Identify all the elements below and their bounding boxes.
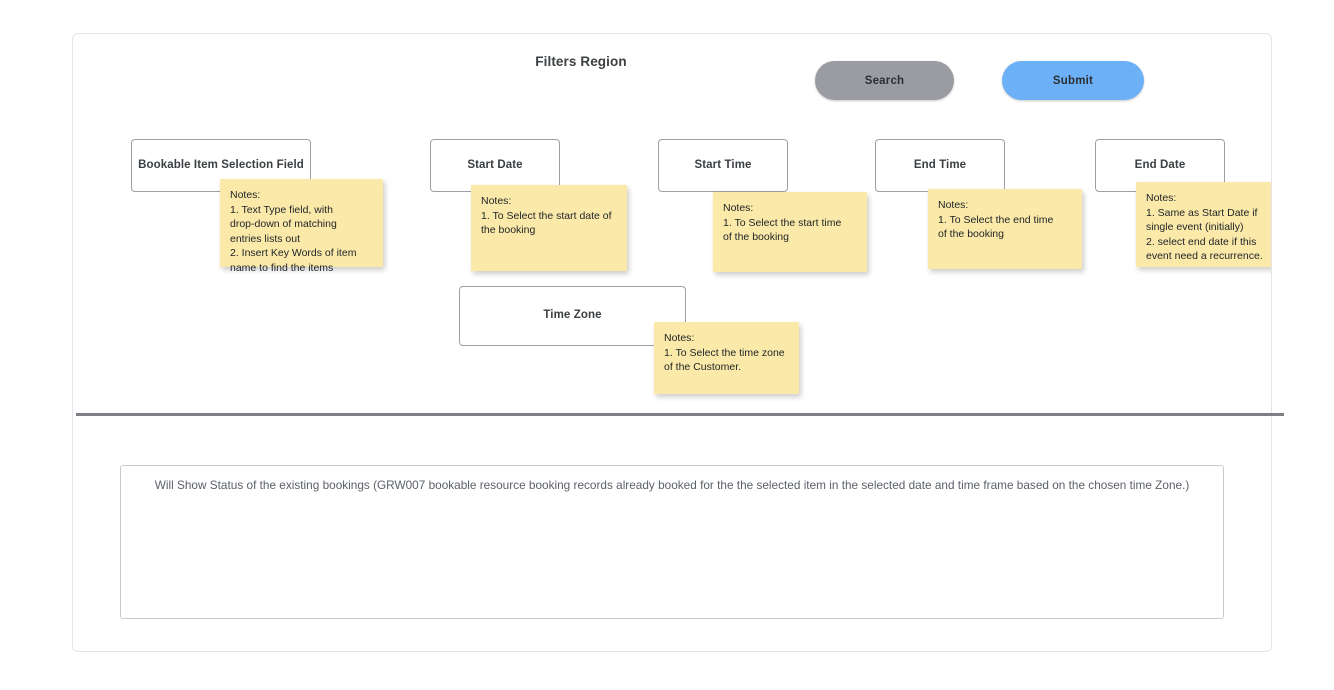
section-divider — [76, 413, 1284, 416]
field-label: End Time — [913, 158, 967, 171]
submit-button-label: Submit — [1052, 74, 1094, 87]
note-line: 1. To Select the start time — [723, 216, 842, 229]
note-line: 1. Same as Start Date if — [1146, 206, 1258, 219]
status-panel-text: Will Show Status of the existing booking… — [154, 478, 1190, 492]
note-line: 1. To Select the end time — [938, 213, 1054, 226]
wireframe-frame: Filters Region Search Submit Bookable It… — [72, 33, 1272, 652]
note-line: of the booking — [938, 228, 1004, 240]
note-line: drop-down of matching — [230, 218, 337, 230]
note-line: event need a recurrence. — [1146, 250, 1263, 262]
note-start-date: Notes: 1. To Select the start date of th… — [471, 185, 627, 271]
status-panel: Will Show Status of the existing booking… — [120, 465, 1224, 619]
search-button[interactable]: Search — [815, 61, 954, 100]
field-label: Start Date — [467, 158, 523, 171]
submit-button[interactable]: Submit — [1002, 61, 1144, 100]
note-line: name to find the items — [230, 261, 334, 274]
note-time-zone: Notes: 1. To Select the time zone of the… — [654, 322, 799, 394]
note-line: 2. Insert Key Words of item — [230, 247, 357, 259]
note-line: of the booking — [723, 231, 789, 243]
note-line: entries lists out — [230, 232, 301, 245]
note-heading: Notes: — [230, 189, 261, 201]
note-end-date: Notes: 1. Same as Start Date if single e… — [1136, 182, 1271, 267]
note-line: 1. To Select the time zone — [664, 346, 785, 359]
note-line: single event (initially) — [1146, 221, 1244, 233]
note-bookable-item-selection: Notes: 1. Text Type field, with drop-dow… — [220, 179, 383, 274]
note-line: 1. Text Type field, with — [230, 203, 333, 216]
field-label: Bookable Item Selection Field — [138, 158, 304, 171]
field-label: End Date — [1134, 158, 1186, 171]
note-line: of the Customer. — [664, 361, 742, 373]
field-end-time[interactable]: End Time — [875, 139, 1005, 192]
note-end-time: Notes: 1. To Select the end time of the … — [928, 189, 1082, 269]
note-heading: Notes: — [1146, 192, 1177, 204]
note-heading: Notes: — [481, 195, 512, 207]
note-line: 2. select end date if this — [1146, 235, 1257, 248]
note-heading: Notes: — [938, 199, 969, 211]
search-button-label: Search — [864, 74, 905, 87]
note-line: 1. To Select the start date of — [481, 209, 612, 222]
field-label: Start Time — [694, 158, 752, 171]
note-heading: Notes: — [664, 332, 695, 344]
page-title: Filters Region — [535, 54, 627, 69]
note-heading: Notes: — [723, 202, 754, 214]
note-line: the booking — [481, 224, 536, 236]
field-start-time[interactable]: Start Time — [658, 139, 788, 192]
field-time-zone[interactable]: Time Zone — [459, 286, 686, 346]
note-start-time: Notes: 1. To Select the start time of th… — [713, 192, 867, 272]
field-label: Time Zone — [543, 309, 602, 321]
